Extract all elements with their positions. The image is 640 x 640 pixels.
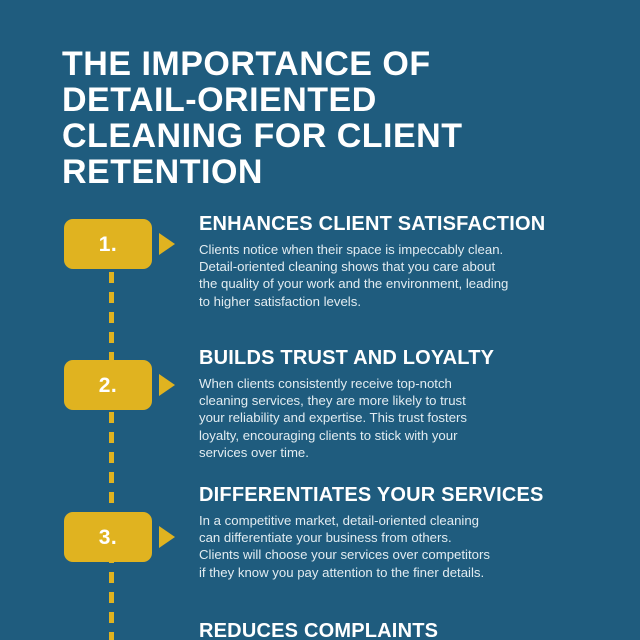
step-marker-3: 3. xyxy=(64,512,175,562)
step-marker-2: 2. xyxy=(64,360,175,410)
step-number-badge: 1. xyxy=(64,219,152,269)
step-text-column: ENHANCES CLIENT SATISFACTION Clients not… xyxy=(199,213,611,310)
step-heading: BUILDS TRUST AND LOYALTY xyxy=(199,347,495,369)
step-number-label: 3. xyxy=(98,525,118,549)
step-text-column: BUILDS TRUST AND LOYALTY When clients co… xyxy=(199,347,611,461)
triangle-right-icon xyxy=(159,374,175,396)
step-number-badge: 3. xyxy=(64,512,152,562)
step-number-label: 1. xyxy=(98,232,118,256)
triangle-right-icon xyxy=(159,233,175,255)
step-marker-1: 1. xyxy=(64,219,175,269)
step-heading: DIFFERENTIATES YOUR SERVICES xyxy=(199,484,544,506)
timeline-dashed-connector xyxy=(109,232,114,640)
step-body-text: When clients consistently receive top-no… xyxy=(199,376,468,460)
step-text-column: DIFFERENTIATES YOUR SERVICES In a compet… xyxy=(199,484,611,581)
triangle-right-icon xyxy=(159,526,175,548)
page-title: THE IMPORTANCE OF DETAIL-ORIENTED CLEANI… xyxy=(62,45,463,191)
step-heading: REDUCES COMPLAINTS xyxy=(199,620,439,640)
page-title-block: THE IMPORTANCE OF DETAIL-ORIENTED CLEANI… xyxy=(62,46,582,190)
step-body-text: In a competitive market, detail-oriented… xyxy=(199,513,490,580)
step-number-badge: 2. xyxy=(64,360,152,410)
step-number-label: 2. xyxy=(98,373,118,397)
step-heading: ENHANCES CLIENT SATISFACTION xyxy=(199,213,546,235)
step-text-column: REDUCES COMPLAINTS xyxy=(199,620,611,640)
step-body-text: Clients notice when their space is impec… xyxy=(199,242,509,309)
